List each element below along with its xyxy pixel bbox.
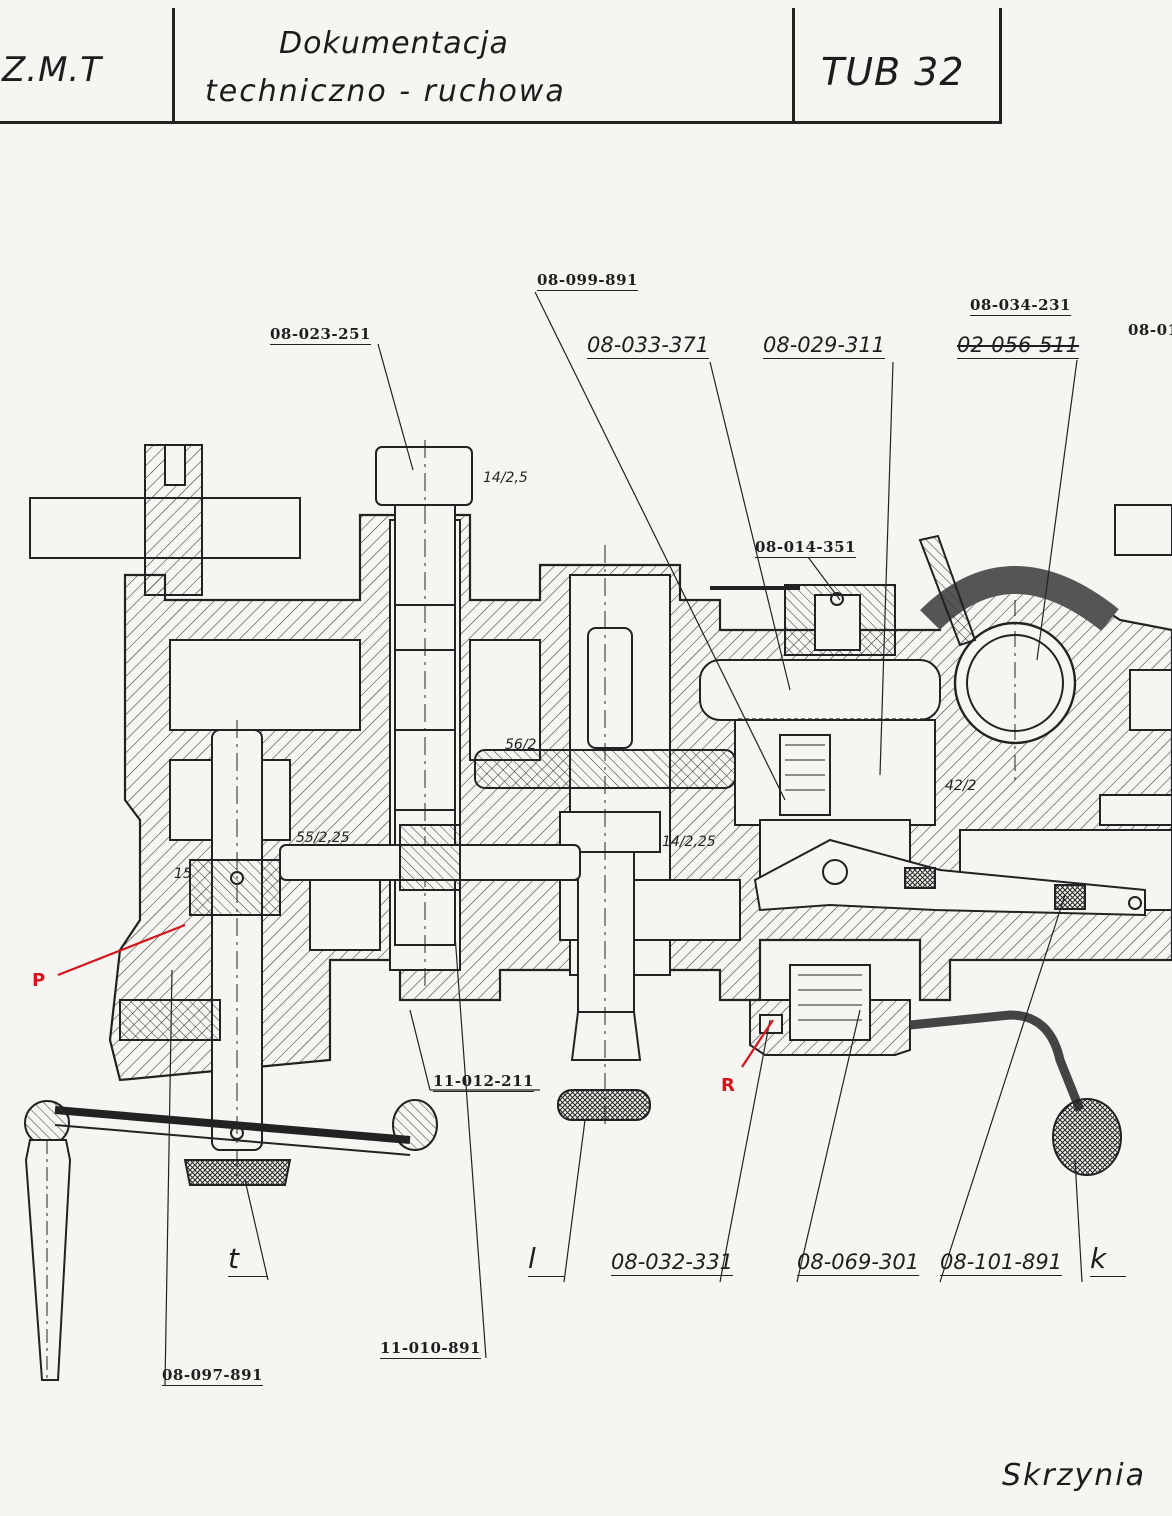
part-label-02-056-511: 02-056-511: [957, 333, 1080, 359]
left-top-shaft: [29, 444, 301, 596]
dim-56-2: 56/2: [505, 737, 537, 753]
document-title-line1: Dokumentacja: [279, 26, 509, 61]
part-label-08-023-251: 08-023-251: [270, 325, 371, 345]
machine-code: TUB 32: [821, 50, 965, 94]
letter-label-l: l: [528, 1242, 564, 1277]
marker-r: R: [721, 1075, 735, 1096]
bottom-right-housing: [749, 964, 911, 1056]
crank-k: [909, 1010, 1122, 1176]
part-label-11-012-211: 11-012-211: [433, 1072, 534, 1092]
bushing-block: [710, 584, 930, 816]
footer-caption: Skrzynia: [1002, 1458, 1146, 1493]
red-marker-leaders: [57, 923, 774, 1068]
shaft-left: [119, 720, 292, 1186]
part-label-08-099-891: 08-099-891: [537, 271, 638, 291]
shaft-center: [474, 545, 736, 1125]
dim-42-2: 42/2: [945, 778, 977, 794]
title-block-org-cell: Z.M.T: [0, 8, 175, 121]
part-label-08-069-301: 08-069-301: [797, 1250, 920, 1276]
lever-right: [753, 838, 1146, 917]
part-label-11-010-891: 11-010-891: [380, 1339, 481, 1359]
part-label-08-097-891: 08-097-891: [162, 1366, 263, 1386]
dim-15: 15: [174, 866, 192, 882]
part-label-08-033-371: 08-033-371: [587, 333, 710, 359]
letter-label-k: k: [1090, 1242, 1126, 1277]
leader-lines: [164, 291, 1083, 1386]
part-label-08-034-231: 08-034-231: [970, 296, 1071, 316]
document-title-line2: techniczno - ruchowa: [205, 74, 566, 109]
title-block: Z.M.T Dokumentacja techniczno - ruchowa …: [0, 8, 1002, 124]
gear-55: [279, 824, 581, 891]
part-label-08-01: 08-01: [1128, 321, 1172, 339]
right-column: [1099, 504, 1172, 826]
part-label-08-029-311: 08-029-311: [763, 333, 886, 359]
handwheel: [24, 1099, 438, 1381]
marker-p: P: [32, 970, 46, 991]
title-block-title-cell: Dokumentacja techniczno - ruchowa: [175, 8, 795, 121]
part-label-08-014-351: 08-014-351: [755, 538, 856, 558]
dim-55-2-25: 55/2,25: [296, 830, 350, 846]
ring-08-034-231: [918, 534, 1119, 780]
dim-14-2-5: 14/2,5: [483, 470, 528, 486]
part-label-08-032-331: 08-032-331: [611, 1250, 734, 1276]
main-housing: [108, 513, 1172, 1082]
org-name: Z.M.T: [2, 50, 103, 90]
dim-14-2-25: 14/2,25: [662, 834, 716, 850]
title-block-code-cell: TUB 32: [795, 8, 999, 121]
letter-label-t: t: [228, 1242, 268, 1277]
part-label-08-101-891: 08-101-891: [940, 1250, 1063, 1276]
